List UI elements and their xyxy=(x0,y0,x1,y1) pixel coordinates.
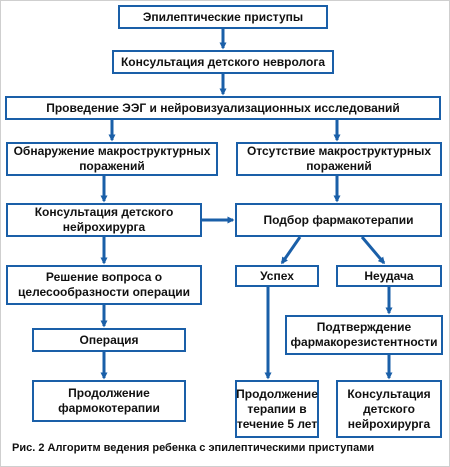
figure-caption: Рис. 2 Алгоритм ведения ребенка с эпилеп… xyxy=(12,442,375,454)
node-neurosurgeon-left: Консультация детского нейрохирурга xyxy=(6,203,202,237)
node-confirmation: Подтверждение фармакорезистентности xyxy=(285,315,443,355)
node-decision: Решение вопроса о целесообразности опера… xyxy=(6,265,202,305)
arrow-pharmacotherapy-success xyxy=(280,236,302,265)
node-success: Успех xyxy=(235,265,319,287)
node-continue-5years: Продолжение терапии в течение 5 лет xyxy=(235,380,319,438)
arrow-pharmacotherapy-failure xyxy=(360,236,386,265)
node-eeg: Проведение ЭЭГ и нейровизуализационных и… xyxy=(5,96,441,120)
node-failure: Неудача xyxy=(336,265,442,287)
node-operation: Операция xyxy=(32,328,186,352)
node-pharmacotherapy: Подбор фармакотерапии xyxy=(235,203,442,237)
node-neurosurgeon-right: Консультация детского нейрохирурга xyxy=(336,380,442,438)
node-neurologist: Консультация детского невролога xyxy=(112,50,334,74)
node-continue-therapy: Продолжение фармокотерапии xyxy=(32,380,186,422)
node-absent: Отсутствие макроструктурных поражений xyxy=(236,142,442,176)
node-found: Обнаружение макроструктурных поражений xyxy=(6,142,218,176)
node-seizures: Эпилептические приступы xyxy=(118,5,328,29)
